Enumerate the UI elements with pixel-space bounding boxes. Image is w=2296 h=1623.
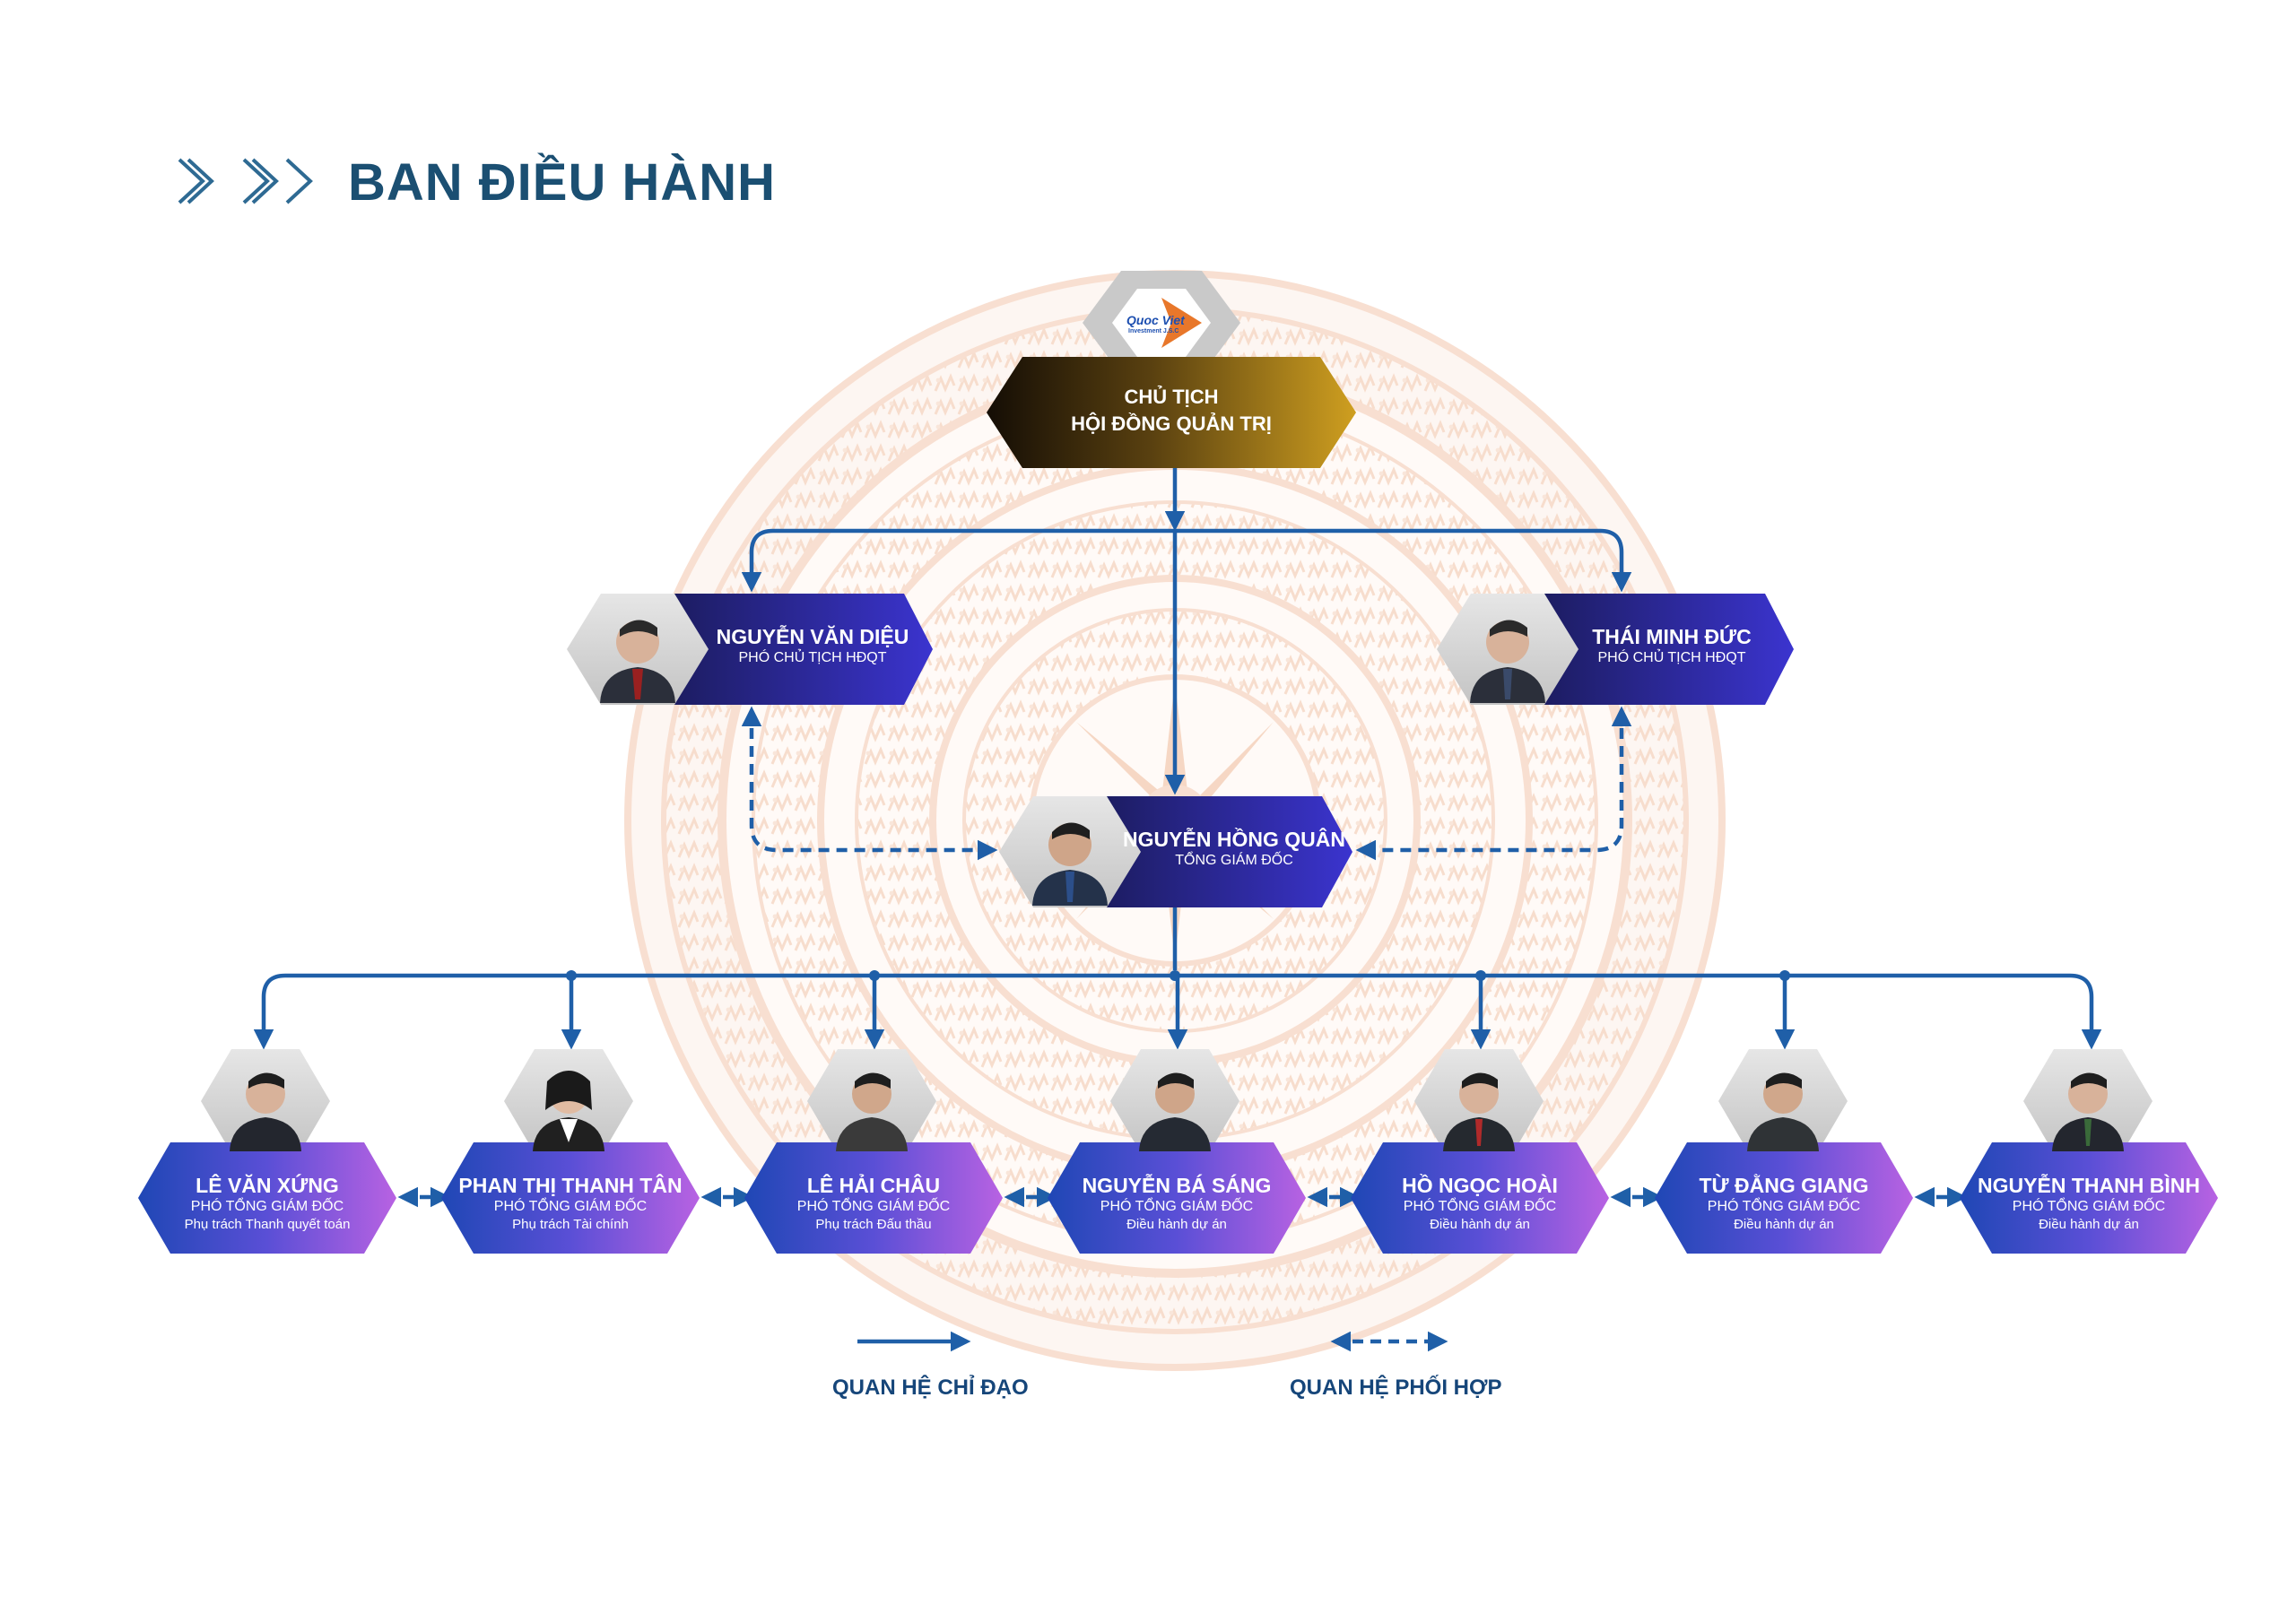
deputy-box-4 bbox=[1048, 1142, 1306, 1254]
deputy-box-1 bbox=[138, 1142, 396, 1254]
vice-node-left-box bbox=[646, 594, 933, 705]
chevron-icon bbox=[242, 158, 279, 204]
deputy-label: LÊ VĂN XỨNG PHÓ TỔNG GIÁM ĐỐC Phụ trách … bbox=[184, 1174, 351, 1232]
deputy-box-3 bbox=[744, 1142, 1003, 1254]
legend-coordinate-label: QUAN HỆ PHỐI HỢP bbox=[1290, 1376, 1502, 1400]
chevron-icon bbox=[285, 158, 313, 204]
deputy-box-7 bbox=[1960, 1142, 2218, 1254]
deputy-label: NGUYỄN BÁ SÁNG PHÓ TỔNG GIÁM ĐỐC Điều hà… bbox=[1082, 1174, 1272, 1232]
deputy-label: NGUYỄN THANH BÌNH PHÓ TỔNG GIÁM ĐỐC Điều… bbox=[1978, 1174, 2200, 1232]
logo-sub: Investment J.S.C bbox=[1128, 328, 1179, 334]
chairman-node bbox=[987, 357, 1356, 468]
vice-chairman-right: THÁI MINH ĐỨC PHÓ CHỦ TỊCH HĐQT bbox=[1592, 625, 1752, 665]
legend-direct-label: QUAN HỆ CHỈ ĐẠO bbox=[832, 1376, 1029, 1400]
ceo-label: NGUYỄN HỒNG QUÂN TỔNG GIÁM ĐỐC bbox=[1123, 828, 1345, 868]
vice-node-right-box bbox=[1516, 594, 1794, 705]
page-title: BAN ĐIỀU HÀNH bbox=[348, 153, 776, 212]
ceo-node-box bbox=[1076, 796, 1352, 907]
logo-brand: Quoc Viet bbox=[1126, 313, 1185, 327]
deputy-label: LÊ HẢI CHÂU PHÓ TỔNG GIÁM ĐỐC Phụ trách … bbox=[796, 1174, 951, 1232]
deputy-box-5 bbox=[1351, 1142, 1609, 1254]
deputy-label: TỪ ĐẰNG GIANG PHÓ TỔNG GIÁM ĐỐC Điều hàn… bbox=[1699, 1174, 1869, 1232]
deputy-label: HỒ NGỌC HOÀI PHÓ TỔNG GIÁM ĐỐC Điều hành… bbox=[1402, 1174, 1558, 1232]
vice-chairman-left: NGUYỄN VĂN DIỆU PHÓ CHỦ TỊCH HĐQT bbox=[716, 625, 909, 665]
chevron-icon bbox=[178, 158, 214, 204]
deputy-box-2 bbox=[441, 1142, 700, 1254]
deputy-label: PHAN THỊ THANH TÂN PHÓ TỔNG GIÁM ĐỐC Phụ… bbox=[458, 1174, 683, 1232]
deputy-box-6 bbox=[1655, 1142, 1913, 1254]
portrait-silhouettes bbox=[230, 620, 2124, 1151]
chairman-label: CHỦ TỊCH HỘI ĐỒNG QUẢN TRỊ bbox=[1071, 386, 1272, 435]
